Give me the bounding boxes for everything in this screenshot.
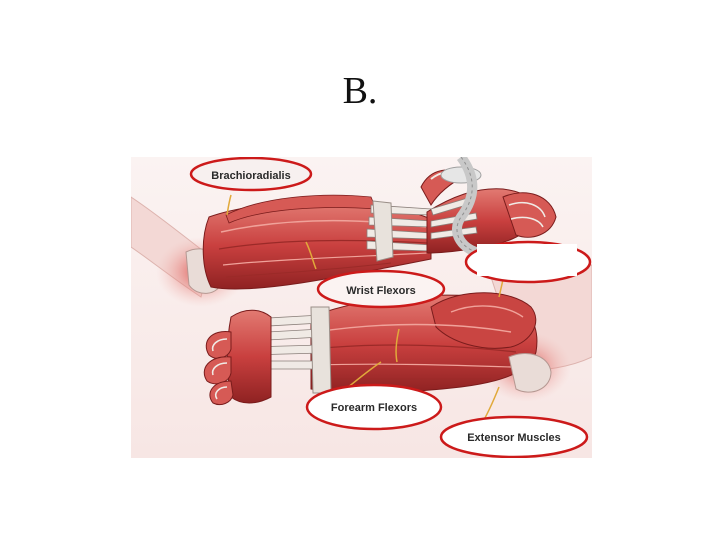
label-extensor-muscles-group: Extensor Muscles — [441, 417, 587, 457]
label-forearm-flexors-group: Forearm Flexors — [307, 385, 441, 429]
label-hidden-group — [466, 242, 590, 282]
upper-wrist-band — [373, 201, 393, 261]
label-extensor-muscles: Extensor Muscles — [467, 432, 561, 444]
label-brachioradialis: Brachioradialis — [211, 170, 290, 182]
slide-title: B. — [0, 72, 720, 110]
lower-hand — [227, 310, 271, 403]
lower-wrist-band — [311, 307, 331, 393]
label-wrist-flexors-group: Wrist Flexors — [318, 271, 444, 307]
forearm-muscle-illustration: Brachioradialis Wrist Flexors Forearm Fl… — [131, 157, 592, 458]
label-forearm-flexors: Forearm Flexors — [331, 402, 417, 414]
label-wrist-flexors: Wrist Flexors — [346, 285, 416, 297]
label-hidden-mask — [477, 244, 577, 276]
label-brachioradialis-group: Brachioradialis — [191, 158, 311, 190]
